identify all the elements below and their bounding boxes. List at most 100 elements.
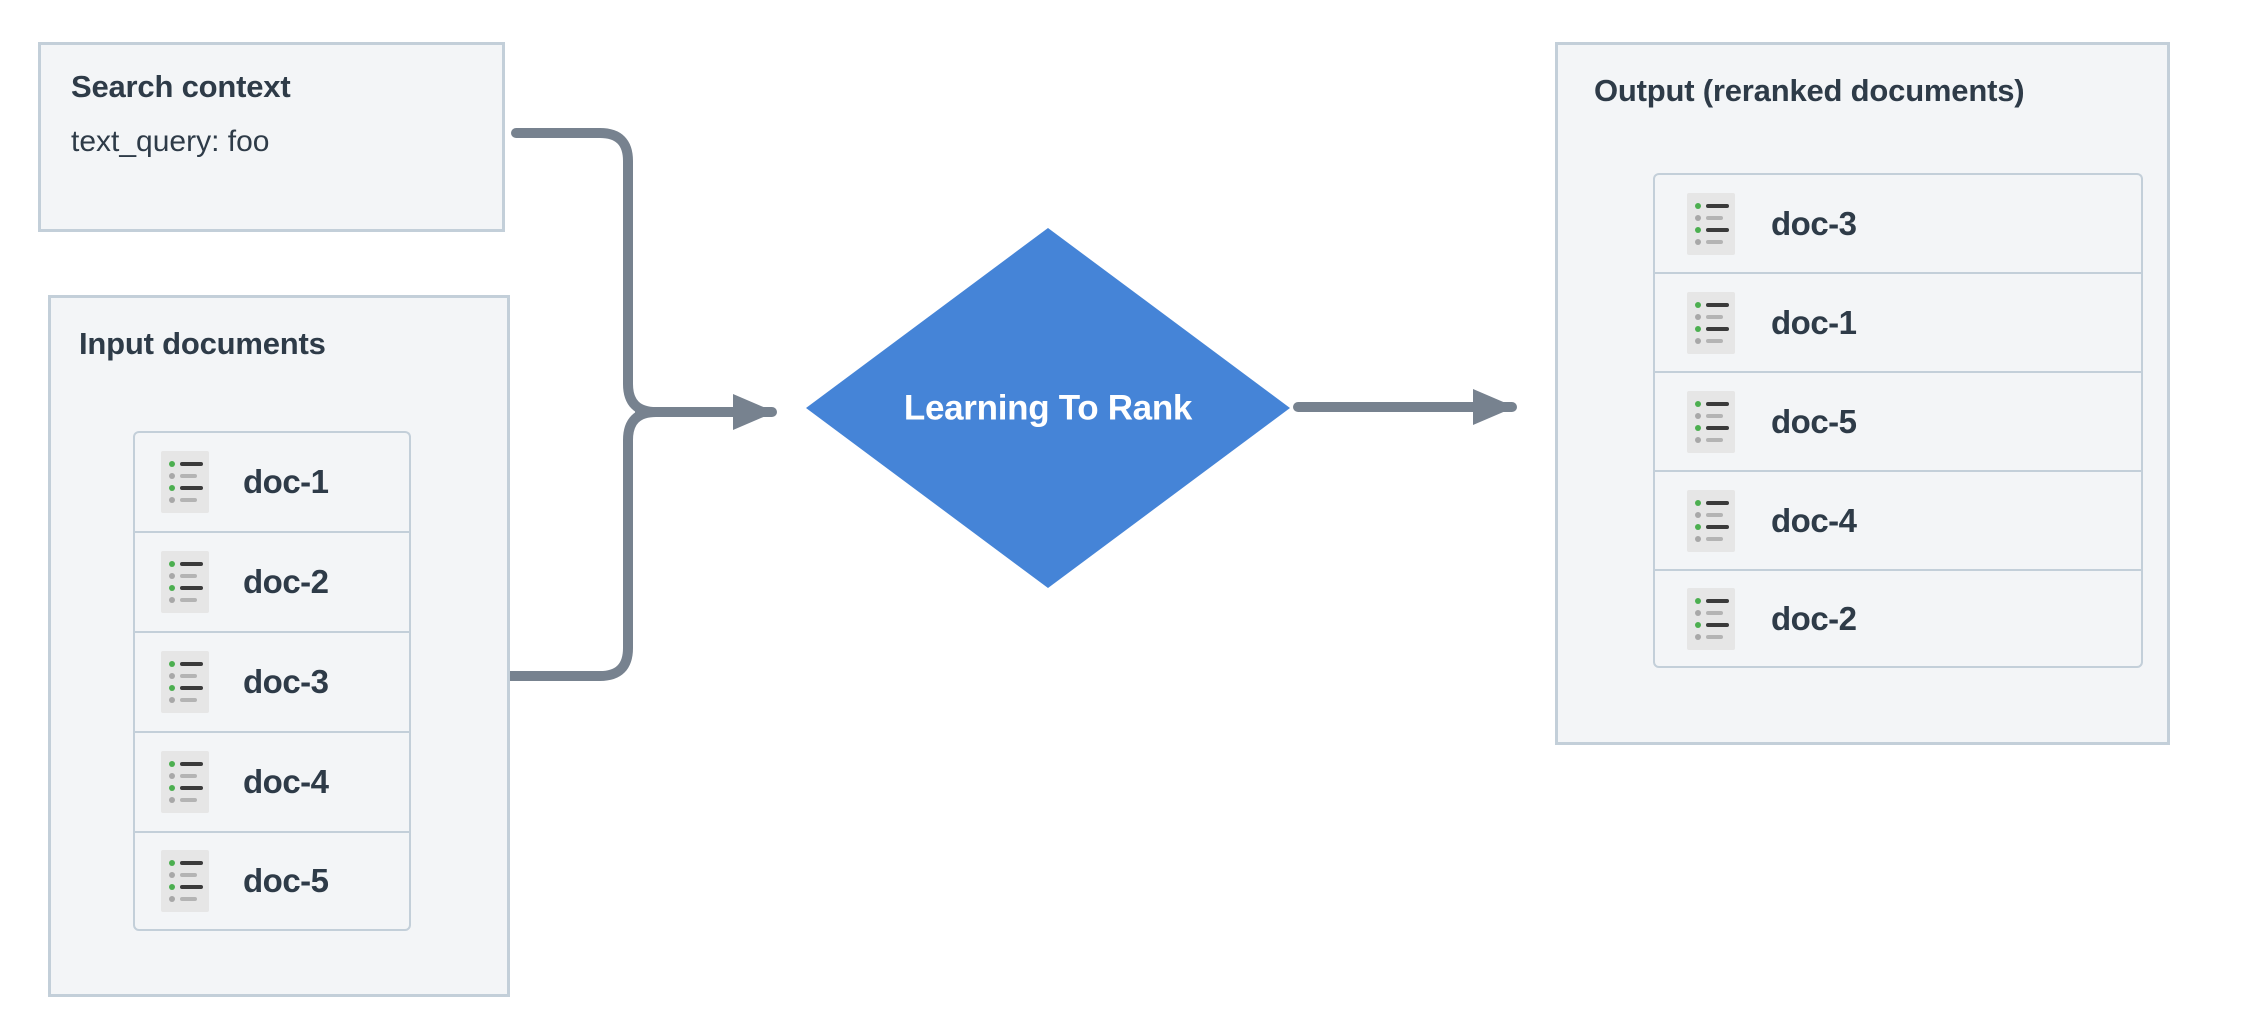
input-document-list: doc-1 doc-2 doc-3 doc-4 doc-5 [133,431,411,931]
doc-icon-bullet [1695,301,1701,308]
doc-icon-line [1706,215,1723,220]
doc-label: doc-2 [243,563,329,600]
doc-icon-line [1706,239,1723,244]
doc-icon-bullet [1695,523,1701,530]
doc-icon-bullet [1695,226,1701,233]
doc-label: doc-3 [243,663,329,700]
output-document-row[interactable]: doc-2 [1653,569,2143,668]
document-list-icon [161,651,209,713]
doc-icon-line [1706,598,1729,603]
doc-icon-bullet [1695,609,1701,616]
doc-icon-line [1706,524,1729,529]
output-document-row[interactable]: doc-5 [1653,371,2143,470]
doc-icon-bullet [169,860,175,866]
doc-icon-bullet [1695,412,1701,419]
input-document-row[interactable]: doc-5 [133,831,411,931]
doc-icon-row [169,661,203,667]
doc-icon-row [169,673,201,679]
doc-icon-row [1695,633,1727,640]
doc-icon-row [169,685,203,691]
doc-icon-bullet [169,561,175,567]
learning-to-rank-label: Learning To Rank [903,388,1193,428]
doc-icon-bullet [1695,633,1701,640]
doc-icon-line [180,498,197,502]
doc-icon-line [180,698,197,702]
doc-icon-line [1706,413,1723,418]
doc-icon-row [169,860,203,866]
doc-icon-bullet [169,485,175,491]
doc-icon-bullet [169,597,175,603]
input-document-row[interactable]: doc-3 [133,631,411,731]
doc-icon-line [180,462,203,466]
doc-icon-row [1695,499,1729,506]
doc-icon-bullet [169,585,175,591]
doc-icon-line [180,885,203,889]
doc-icon-bullet [1695,214,1701,221]
doc-icon-row [1695,214,1727,221]
doc-icon-line [180,586,203,590]
doc-icon-line [180,861,203,865]
input-document-row[interactable]: doc-2 [133,531,411,631]
input-document-row[interactable]: doc-4 [133,731,411,831]
doc-icon-bullet [169,473,175,479]
doc-icon-row [1695,412,1727,419]
doc-icon-bullet [169,761,175,767]
doc-icon-row [169,896,201,902]
doc-icon-row [1695,436,1727,443]
doc-icon-bullet [169,872,175,878]
doc-icon-line [180,897,197,901]
doc-icon-row [169,473,201,479]
doc-icon-line [180,562,203,566]
doc-icon-bullet [1695,511,1701,518]
output-title: Output (reranked documents) [1594,73,2025,108]
doc-icon-bullet [1695,325,1701,332]
doc-icon-row [1695,609,1727,616]
document-list-icon [161,850,209,912]
doc-icon-line [1706,610,1723,615]
document-list-icon [1687,587,1735,650]
doc-icon-bullet [1695,535,1701,542]
doc-icon-line [1706,512,1723,517]
input-document-row[interactable]: doc-1 [133,431,411,531]
output-document-row[interactable]: doc-4 [1653,470,2143,569]
learning-to-rank-node[interactable]: Learning To Rank [806,228,1290,588]
doc-icon-row [1695,597,1729,604]
search-context-query: text_query: foo [71,125,270,158]
doc-icon-bullet [169,461,175,467]
doc-label: doc-1 [243,463,329,500]
output-document-row[interactable]: doc-3 [1653,173,2143,272]
document-list-icon [161,451,209,513]
connector-search-context-to-ltr [511,128,661,417]
doc-icon-bullet [169,884,175,890]
doc-icon-bullet [1695,597,1701,604]
doc-icon-bullet [169,785,175,791]
doc-label: doc-2 [1771,599,1857,637]
doc-icon-row [1695,202,1729,209]
doc-label: doc-5 [243,862,329,899]
doc-icon-line [1706,634,1723,639]
doc-icon-line [1706,338,1723,343]
doc-icon-bullet [169,673,175,679]
doc-icon-line [1706,437,1723,442]
doc-icon-row [1695,301,1729,308]
document-list-icon [161,551,209,613]
doc-icon-bullet [169,573,175,579]
connector-input-documents-to-ltr [495,407,661,681]
search-context-title: Search context [71,69,291,104]
doc-icon-row [169,785,203,791]
doc-icon-line [1706,314,1723,319]
doc-icon-row [169,697,201,703]
doc-icon-line [180,873,197,877]
doc-icon-row [169,497,201,503]
document-list-icon [1687,390,1735,453]
document-list-icon [1687,291,1735,354]
doc-icon-bullet [169,697,175,703]
output-document-row[interactable]: doc-1 [1653,272,2143,371]
doc-icon-row [1695,337,1727,344]
doc-icon-bullet [169,896,175,902]
doc-icon-row [169,884,203,890]
document-list-icon [161,751,209,813]
doc-icon-line [1706,302,1729,307]
